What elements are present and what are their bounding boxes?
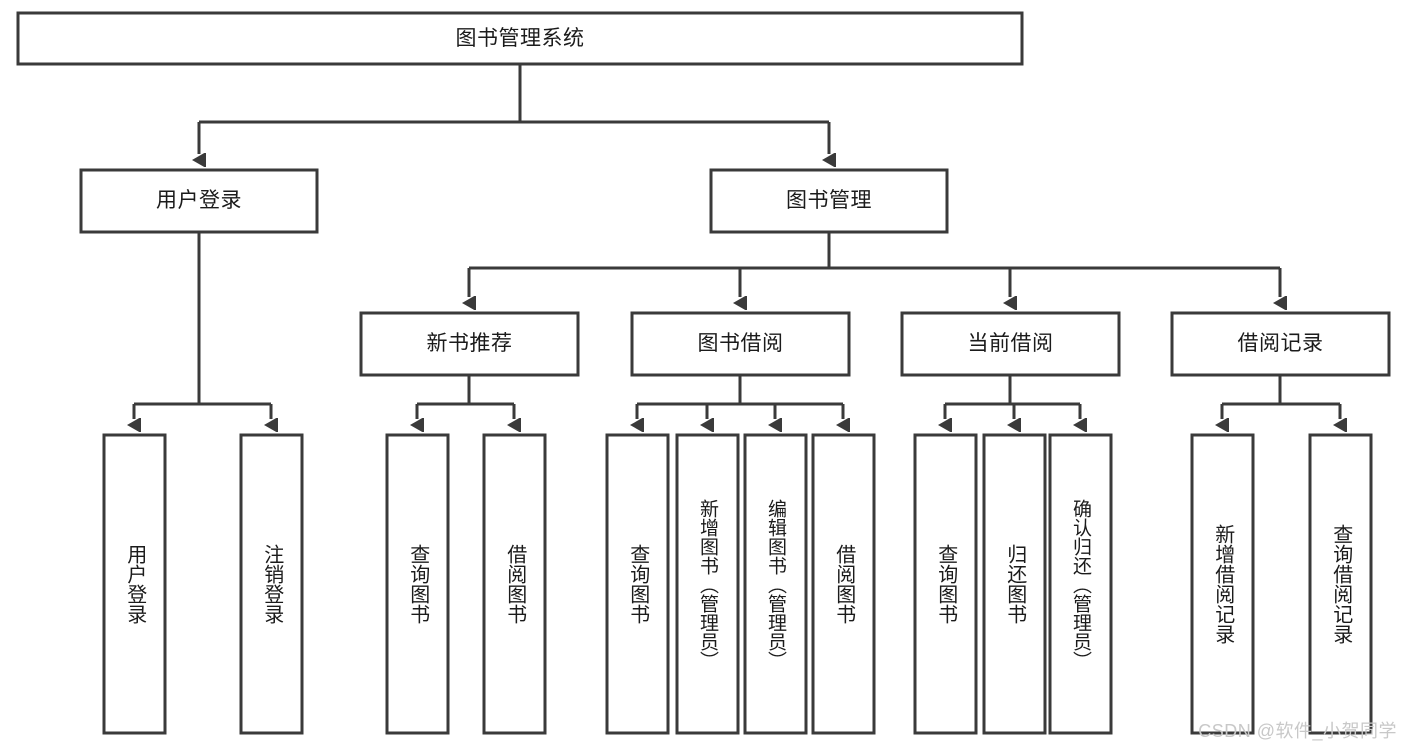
- node-box-record: [1170, 311, 1391, 377]
- leaf-box-user-login-2: [239, 433, 304, 735]
- leaf-box-current-2: [982, 433, 1047, 735]
- leaf-box-borrow-1: [605, 433, 670, 735]
- leaf-box-record-1: [1190, 433, 1255, 735]
- leaf-box-user-login-1: [102, 433, 167, 735]
- csdn-watermark: CSDN @软件_小贺同学: [1198, 721, 1397, 741]
- node-box-root: [16, 11, 1024, 66]
- leaf-box-borrow-3: [743, 433, 808, 735]
- node-box-current: [900, 311, 1121, 377]
- leaf-box-borrow-4: [811, 433, 876, 735]
- node-box-book-borrow: [630, 311, 851, 377]
- leaf-box-record-2: [1308, 433, 1373, 735]
- leaf-box-newbook-1: [385, 433, 450, 735]
- node-box-book-mgmt: [709, 168, 949, 234]
- node-box-user-login: [79, 168, 319, 234]
- node-box-new-book: [359, 311, 580, 377]
- leaf-box-current-1: [913, 433, 978, 735]
- leaf-box-current-3: [1048, 433, 1113, 735]
- leaf-box-newbook-2: [482, 433, 547, 735]
- leaf-box-borrow-2: [675, 433, 740, 735]
